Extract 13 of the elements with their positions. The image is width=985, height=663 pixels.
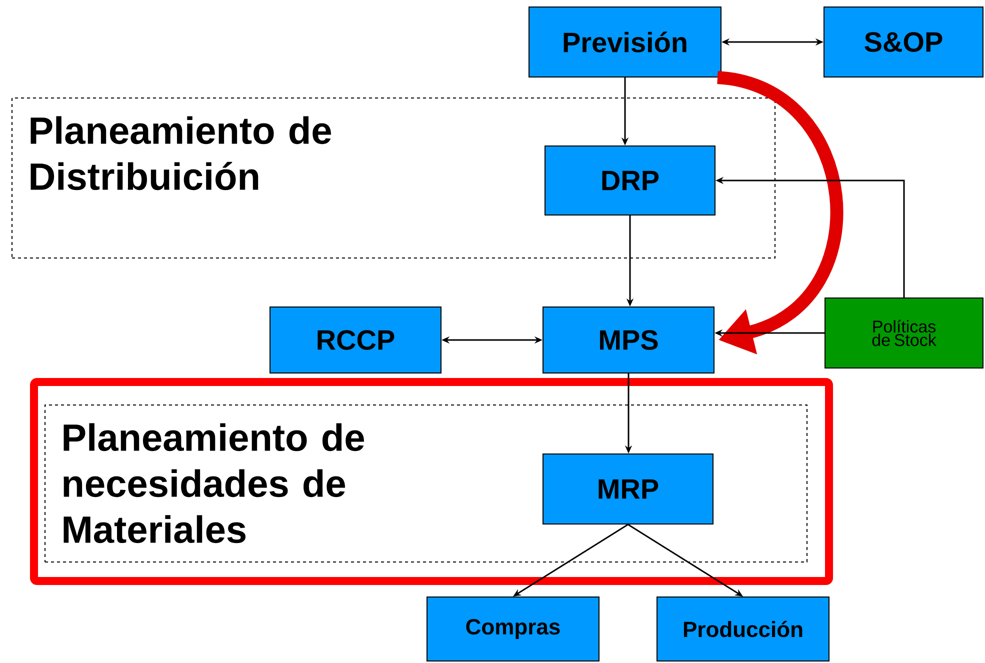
policy-box: Políticas de Stock — [824, 298, 984, 368]
process-box: RCCP — [270, 306, 442, 374]
highlight-frame — [30, 378, 833, 585]
process-box: Previsión — [528, 6, 722, 78]
process-box: MRP — [542, 454, 714, 524]
process-box: MPS — [542, 306, 714, 374]
curved-arrow — [716, 71, 843, 354]
process-box: DRP — [544, 146, 716, 216]
region-title: Planeamiento de necesidades de Materiales — [64, 423, 364, 544]
region-title: Planeamiento de Distribuición — [30, 116, 331, 190]
process-box: Compras — [426, 596, 600, 662]
process-box: S&OP — [824, 6, 984, 78]
process-box: Producción — [656, 596, 830, 662]
